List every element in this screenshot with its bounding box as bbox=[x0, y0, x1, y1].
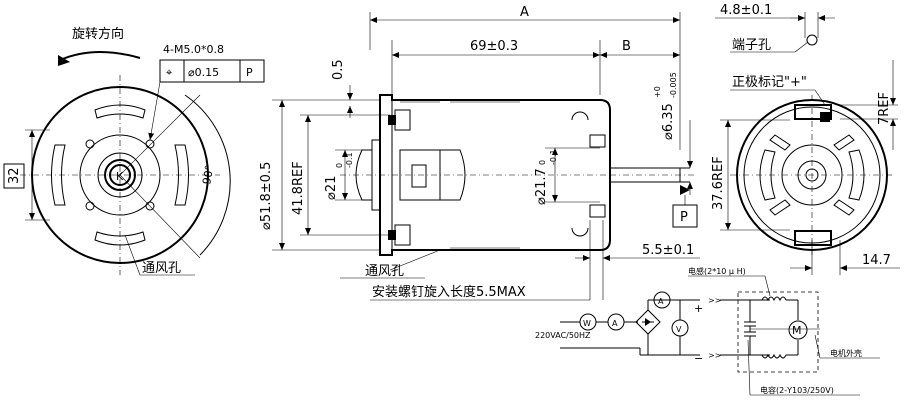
inductor-label: 电感(2*10 μ H) bbox=[688, 266, 746, 276]
svg-text:>>: >> bbox=[708, 351, 721, 360]
motor-body bbox=[379, 94, 611, 256]
dim-7ref: 7REF bbox=[877, 92, 892, 125]
inductor-icon bbox=[761, 296, 787, 302]
svg-text:W: W bbox=[583, 319, 591, 328]
svg-text:+: + bbox=[694, 302, 703, 315]
front-vent-label: 通风孔 bbox=[142, 261, 181, 276]
angle-label: 90° bbox=[200, 164, 216, 185]
svg-text:+0: +0 bbox=[653, 86, 662, 98]
capacitor-label: 电容(2-Y103/250V) bbox=[760, 385, 834, 395]
mount-hole bbox=[145, 201, 155, 211]
dim-37-6: 37.6REF bbox=[711, 156, 726, 210]
rear-view: 4.8±0.1 端子孔 正极标记"+" 37.6REF bbox=[711, 3, 900, 275]
side-view: A 69±0.3 B 0.5 bbox=[259, 5, 700, 301]
svg-text:-0.005: -0.005 bbox=[669, 72, 678, 98]
positive-mark-label: 正极标记"+" bbox=[732, 75, 807, 90]
svg-text:0: 0 bbox=[538, 160, 547, 165]
rotation-arrow-icon bbox=[59, 51, 141, 61]
svg-text:A: A bbox=[658, 297, 664, 306]
dim-21: ⌀21 bbox=[324, 176, 339, 200]
svg-text:A: A bbox=[612, 319, 618, 328]
vent-slot bbox=[94, 231, 146, 246]
brush-block bbox=[794, 104, 832, 120]
dim-5-5: 5.5±0.1 bbox=[642, 243, 694, 258]
motor-housing bbox=[737, 291, 819, 373]
rotation-label: 旋转方向 bbox=[72, 26, 124, 42]
svg-text:0: 0 bbox=[335, 163, 344, 168]
vent-slot bbox=[94, 104, 146, 119]
svg-text:-0.1: -0.1 bbox=[345, 152, 354, 168]
svg-text:V: V bbox=[676, 325, 682, 334]
dim-21-7: ⌀21.7 bbox=[534, 168, 549, 205]
mount-hole bbox=[145, 139, 155, 149]
motor-icon bbox=[788, 320, 808, 340]
mount-hole bbox=[85, 201, 95, 211]
ammeter-icon bbox=[653, 291, 671, 309]
front-view: 旋转方向 K 90° 4-M5.0*0.8 ⌖ ⌀0.15 P bbox=[3, 26, 265, 276]
inductor-icon bbox=[761, 353, 787, 359]
terminal-hole-label: 端子孔 bbox=[732, 38, 771, 53]
screw-note: 安装螺钉旋入长度5.5MAX bbox=[372, 284, 526, 300]
vent-slot bbox=[848, 149, 865, 201]
datum-label: P bbox=[246, 66, 253, 79]
hole-spec: 4-M5.0*0.8 bbox=[163, 43, 224, 56]
supply-label: 220VAC/50HZ bbox=[535, 331, 591, 340]
svg-text:K: K bbox=[116, 170, 124, 183]
tolerance-value: ⌀0.15 bbox=[188, 66, 219, 79]
dim-69: 69±0.3 bbox=[470, 39, 518, 54]
dim-shaft: ⌀6.35 bbox=[661, 103, 676, 140]
test-circuit: 220VAC/50HZ W A A V + − >> >> bbox=[535, 266, 880, 396]
vent-slot bbox=[759, 149, 776, 201]
side-vent-label: 通风孔 bbox=[365, 264, 404, 279]
svg-text:>>: >> bbox=[708, 296, 721, 305]
dim-41-8: 41.8REF bbox=[291, 161, 306, 215]
dim-B: B bbox=[622, 39, 631, 54]
mount-hole bbox=[85, 139, 95, 149]
dim-14-7: 14.7 bbox=[862, 253, 891, 268]
position-tolerance-icon: ⌖ bbox=[166, 66, 172, 79]
svg-text:M: M bbox=[792, 324, 802, 337]
datum-P: P bbox=[680, 210, 688, 225]
brush-block bbox=[794, 230, 832, 246]
dim-4-8: 4.8±0.1 bbox=[720, 3, 772, 18]
housing-label: 电机外壳 bbox=[830, 348, 862, 358]
vent-slot bbox=[174, 144, 189, 206]
svg-text:−: − bbox=[694, 352, 703, 365]
svg-text:-0.1: -0.1 bbox=[549, 149, 558, 165]
dim-0-5: 0.5 bbox=[331, 59, 346, 80]
terminal-hole-icon bbox=[806, 34, 818, 46]
vent-slot bbox=[51, 144, 66, 206]
dim-A: A bbox=[520, 5, 529, 20]
dim-32: 32 bbox=[7, 167, 22, 184]
dim-51-8: ⌀51.8±0.5 bbox=[259, 162, 274, 230]
